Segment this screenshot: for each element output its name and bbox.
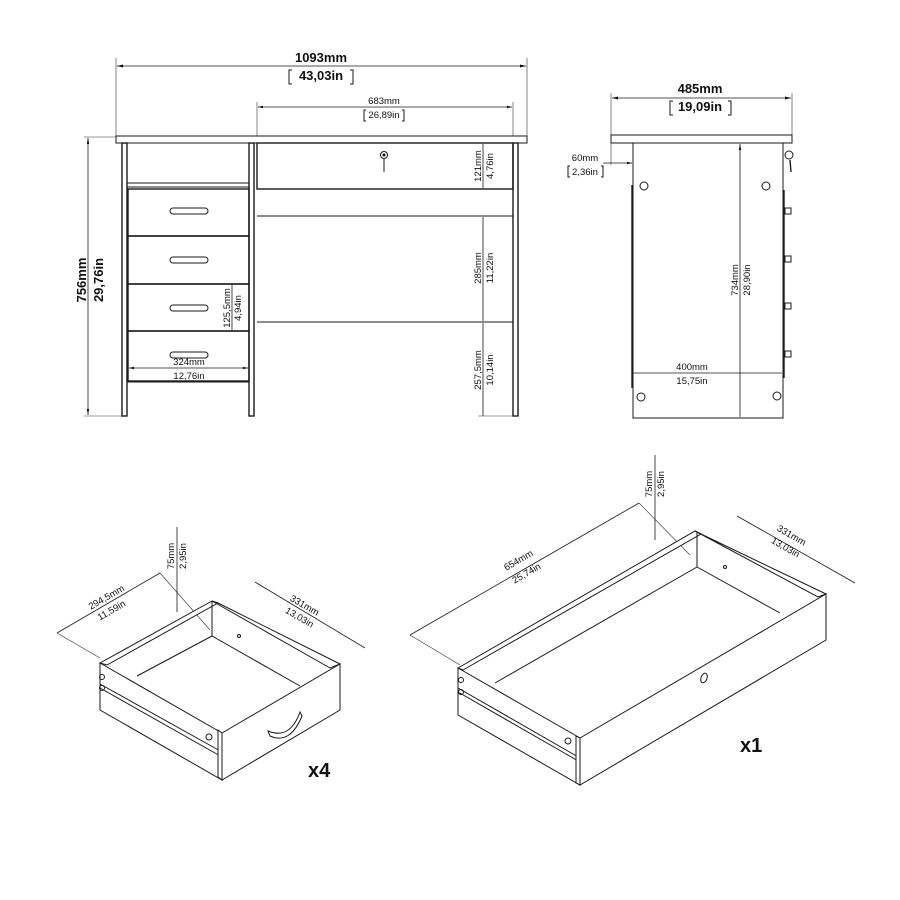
floor-clearance-mm: 257,5mm	[473, 350, 484, 390]
knee-space-height-mm: 285mm	[473, 252, 484, 284]
large-drawer-height-mm: 75mm	[644, 471, 655, 497]
key-icon	[784, 150, 794, 160]
center-drawer-height-mm: 121mm	[473, 150, 484, 182]
inner-height-mm: 734mm	[730, 264, 741, 296]
side-drawer-height-in: 4,94in	[233, 295, 244, 321]
floor-clearance-in: 10,14in	[485, 354, 496, 385]
center-drawer-height-in: 4,76in	[485, 153, 496, 179]
front-view: 1093mm 43,03in 683mm 26,89in	[74, 50, 528, 417]
overall-depth-mm: 485mm	[678, 81, 723, 96]
center-drawer-width-in: 26,89in	[368, 110, 399, 121]
handle-icon	[267, 710, 303, 739]
side-drawer-height-mm: 125,5mm	[222, 288, 233, 328]
knee-space-height-in: 11,22in	[485, 253, 496, 283]
side-view: 485mm 19,09in 60mm 2,36in 734mm	[567, 81, 794, 419]
top-overhang-in: 2,36in	[572, 167, 598, 178]
inner-height-in: 28,90in	[742, 264, 753, 295]
overall-height-mm: 756mm	[74, 258, 89, 303]
top-overhang-mm: 60mm	[572, 153, 598, 164]
large-drawer-illustration: 654mm 25,74in 75mm 2,95in 331mm 13,03in …	[409, 455, 856, 786]
small-drawer-quantity: x4	[308, 760, 331, 782]
side-drawer-width-in: 12,76in	[173, 371, 204, 382]
large-drawer-height-in: 2,95in	[656, 471, 667, 497]
overall-height-in: 29,76in	[91, 258, 106, 302]
center-drawer-width-mm: 683mm	[368, 96, 400, 107]
side-drawer-width-mm: 324mm	[173, 357, 205, 368]
small-drawer-illustration: 294,5mm 11,59in 75mm 2,95in 331mm 13,03i…	[56, 527, 366, 782]
overall-width-in: 43,03in	[299, 68, 343, 83]
large-drawer-quantity: x1	[740, 735, 762, 757]
overall-depth-in: 19,09in	[678, 99, 722, 114]
small-drawer-height-mm: 75mm	[166, 543, 177, 569]
leg-depth-mm: 400mm	[676, 362, 708, 373]
keyhole-icon	[700, 672, 708, 684]
overall-width-mm: 1093mm	[295, 50, 347, 65]
leg-depth-in: 15,75in	[676, 376, 707, 387]
small-drawer-height-in: 2,95in	[178, 543, 189, 569]
